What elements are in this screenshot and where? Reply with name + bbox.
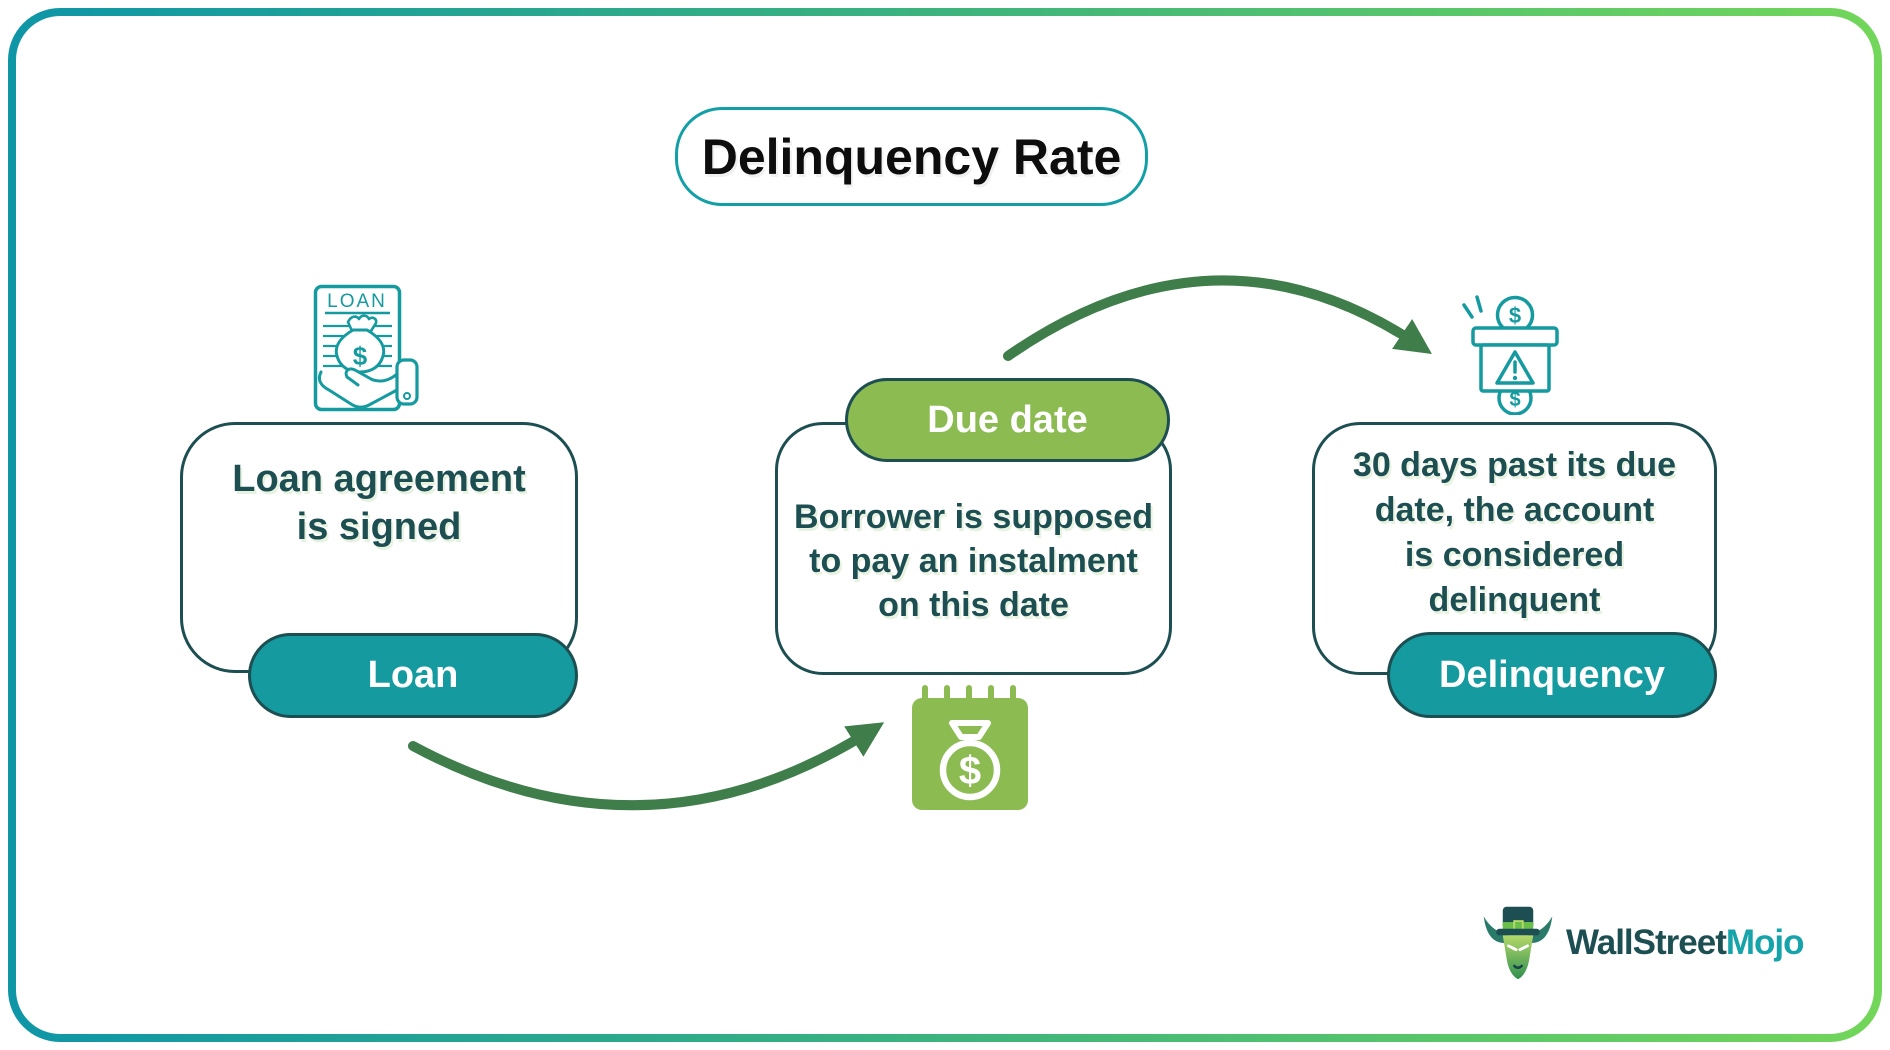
due-date-box-text: Borrower is supposed to pay an instalmen…: [794, 498, 1153, 624]
page-title: Delinquency Rate: [675, 107, 1148, 206]
loan-icon-label: LOAN: [327, 291, 387, 312]
loan-badge-text: Loan: [367, 654, 459, 696]
delinquency-box-text: 30 days past its due date, the account i…: [1352, 446, 1677, 619]
arrow-loan-to-due: [408, 722, 885, 811]
bull-mascot-icon: [1483, 906, 1553, 980]
logo-wordmark: WallStreetMojo: [1566, 923, 1804, 963]
logo-text-wallstreet: WallStreet: [1566, 923, 1727, 962]
calendar-payment-icon: $: [912, 685, 1028, 810]
deposit-icon-dollar-top: $: [1509, 303, 1521, 328]
logo-text-mojo: Mojo: [1725, 923, 1805, 962]
deposit-icon-dollar-bottom: $: [1509, 389, 1520, 411]
due-date-badge: Due date: [845, 378, 1170, 462]
loan-box-text: Loan agreement is signed: [232, 458, 526, 548]
loan-badge: Loan: [248, 633, 578, 718]
loan-agreement-icon: LOAN $: [313, 284, 419, 412]
due-date-badge-text: Due date: [927, 398, 1088, 441]
page-title-text: Delinquency Rate: [701, 128, 1122, 185]
delinquency-badge-text: Delinquency: [1439, 653, 1665, 696]
loan-icon-dollar: $: [353, 341, 368, 371]
wallstreetmojo-logo: WallStreetMojo: [1478, 903, 1804, 983]
calendar-icon-dollar: $: [959, 749, 981, 793]
arrow-due-to-delinquency: [1003, 275, 1432, 361]
loan-box: Loan agreement is signed: [180, 422, 578, 673]
delinquency-badge: Delinquency: [1387, 632, 1717, 718]
delinquent-account-icon: $ $: [1462, 295, 1559, 415]
